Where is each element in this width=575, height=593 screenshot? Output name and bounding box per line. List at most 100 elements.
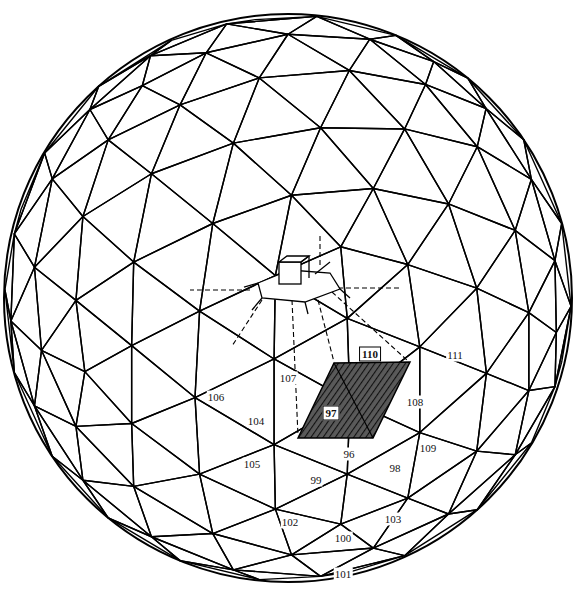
mesh-triangle xyxy=(206,34,288,78)
mesh-triangle xyxy=(99,40,172,86)
mesh-triangle xyxy=(434,62,486,109)
mesh-triangle xyxy=(195,311,274,397)
mesh-triangle xyxy=(555,261,571,333)
callout-number: 102 xyxy=(281,516,300,529)
mesh-triangle xyxy=(134,174,213,262)
mesh-triangle xyxy=(76,372,132,427)
callout-number: 107 xyxy=(279,372,298,385)
shaded-cell xyxy=(298,362,410,438)
mesh-triangle xyxy=(14,372,52,456)
lander-symbol xyxy=(244,256,350,314)
mesh-triangle xyxy=(90,86,142,140)
mesh-triangle xyxy=(420,347,487,433)
mesh-triangle xyxy=(477,288,529,373)
mesh-triangle xyxy=(52,110,108,179)
mesh-triangle xyxy=(349,70,425,128)
mesh-triangle xyxy=(34,406,82,480)
mesh-triangle xyxy=(477,443,531,510)
mesh-triangle xyxy=(555,224,571,307)
mesh-triangle xyxy=(34,406,82,480)
mesh-triangle xyxy=(200,474,276,533)
mesh-triangle xyxy=(321,128,405,189)
mesh-triangle xyxy=(213,509,292,555)
mesh-triangle xyxy=(341,188,408,264)
mesh-triangle xyxy=(132,398,200,475)
mesh-triangle xyxy=(52,456,108,518)
mesh-triangle xyxy=(195,398,274,475)
mesh-triangle xyxy=(408,265,477,347)
mesh-triangle xyxy=(373,188,448,264)
mesh-triangle xyxy=(515,387,555,455)
mesh-triangle xyxy=(142,53,206,105)
mesh-triangle xyxy=(151,105,233,174)
mesh-triangle xyxy=(291,128,373,196)
mesh-triangle xyxy=(90,56,151,110)
mesh-triangle xyxy=(420,288,487,373)
callout-number: 110 xyxy=(359,347,381,362)
callout-number: 99 xyxy=(310,474,323,487)
callout-number: 100 xyxy=(334,532,353,545)
mesh-triangle xyxy=(468,78,524,140)
mesh-triangle xyxy=(76,262,134,346)
mesh-triangle xyxy=(90,56,151,110)
mesh-triangle xyxy=(52,140,108,217)
mesh-triangle xyxy=(524,140,562,224)
mesh-triangle xyxy=(180,78,259,143)
mesh-triangle xyxy=(408,433,477,499)
mesh-triangle xyxy=(200,445,276,509)
mesh-triangle xyxy=(14,153,44,234)
mesh-triangle xyxy=(275,509,340,555)
mesh-triangle xyxy=(486,313,528,391)
mesh-triangle xyxy=(408,204,477,288)
callout-number: 109 xyxy=(419,442,438,455)
mesh-triangle xyxy=(291,188,373,246)
mesh-triangle xyxy=(132,346,195,424)
cell-edge xyxy=(334,363,373,438)
mesh-triangle xyxy=(420,373,487,451)
mesh-triangle xyxy=(142,53,206,86)
mesh-triangle xyxy=(34,179,82,267)
mesh-triangle xyxy=(206,24,288,53)
mesh-triangle xyxy=(288,34,370,70)
mesh-triangle xyxy=(321,70,405,128)
mesh-triangle xyxy=(76,423,134,486)
mesh-triangle xyxy=(83,140,152,217)
mesh-triangle xyxy=(341,247,408,319)
callout-number: 103 xyxy=(384,513,403,526)
mesh-triangle xyxy=(405,129,478,204)
mesh-triangle xyxy=(233,128,320,196)
mesh-triangle xyxy=(477,373,529,451)
mesh-triangle xyxy=(317,16,396,39)
mesh-triangle xyxy=(259,70,349,127)
callout-number: 108 xyxy=(406,396,425,409)
callout-number: 96 xyxy=(343,448,356,461)
mesh-triangle xyxy=(405,510,478,556)
callout-number: 111 xyxy=(446,349,464,362)
callout-number: 98 xyxy=(389,462,402,475)
mesh-triangle xyxy=(233,78,320,143)
callout-number: 106 xyxy=(207,391,226,404)
mesh-triangle xyxy=(213,143,292,223)
view-lines xyxy=(190,236,408,436)
mesh-triangle xyxy=(515,387,555,455)
mesh-triangle xyxy=(274,445,347,509)
mesh-triangle xyxy=(76,216,134,300)
mesh-triangle xyxy=(14,153,52,234)
mesh-triangle xyxy=(370,39,434,84)
mesh-triangle xyxy=(529,313,556,391)
mesh-triangle xyxy=(408,451,477,514)
callout-number: 104 xyxy=(247,415,266,428)
mesh-triangle xyxy=(108,518,180,561)
mesh-triangle xyxy=(85,346,132,424)
sphere-mesh xyxy=(4,14,572,582)
mesh-triangle xyxy=(132,262,200,346)
mesh-triangle xyxy=(108,105,180,174)
mesh-triangle xyxy=(180,561,259,580)
callout-number: 105 xyxy=(243,458,262,471)
mesh-triangle xyxy=(396,35,468,78)
mesh-triangle xyxy=(373,129,448,204)
mesh-triangle xyxy=(132,423,200,486)
mesh-triangle xyxy=(14,179,52,267)
